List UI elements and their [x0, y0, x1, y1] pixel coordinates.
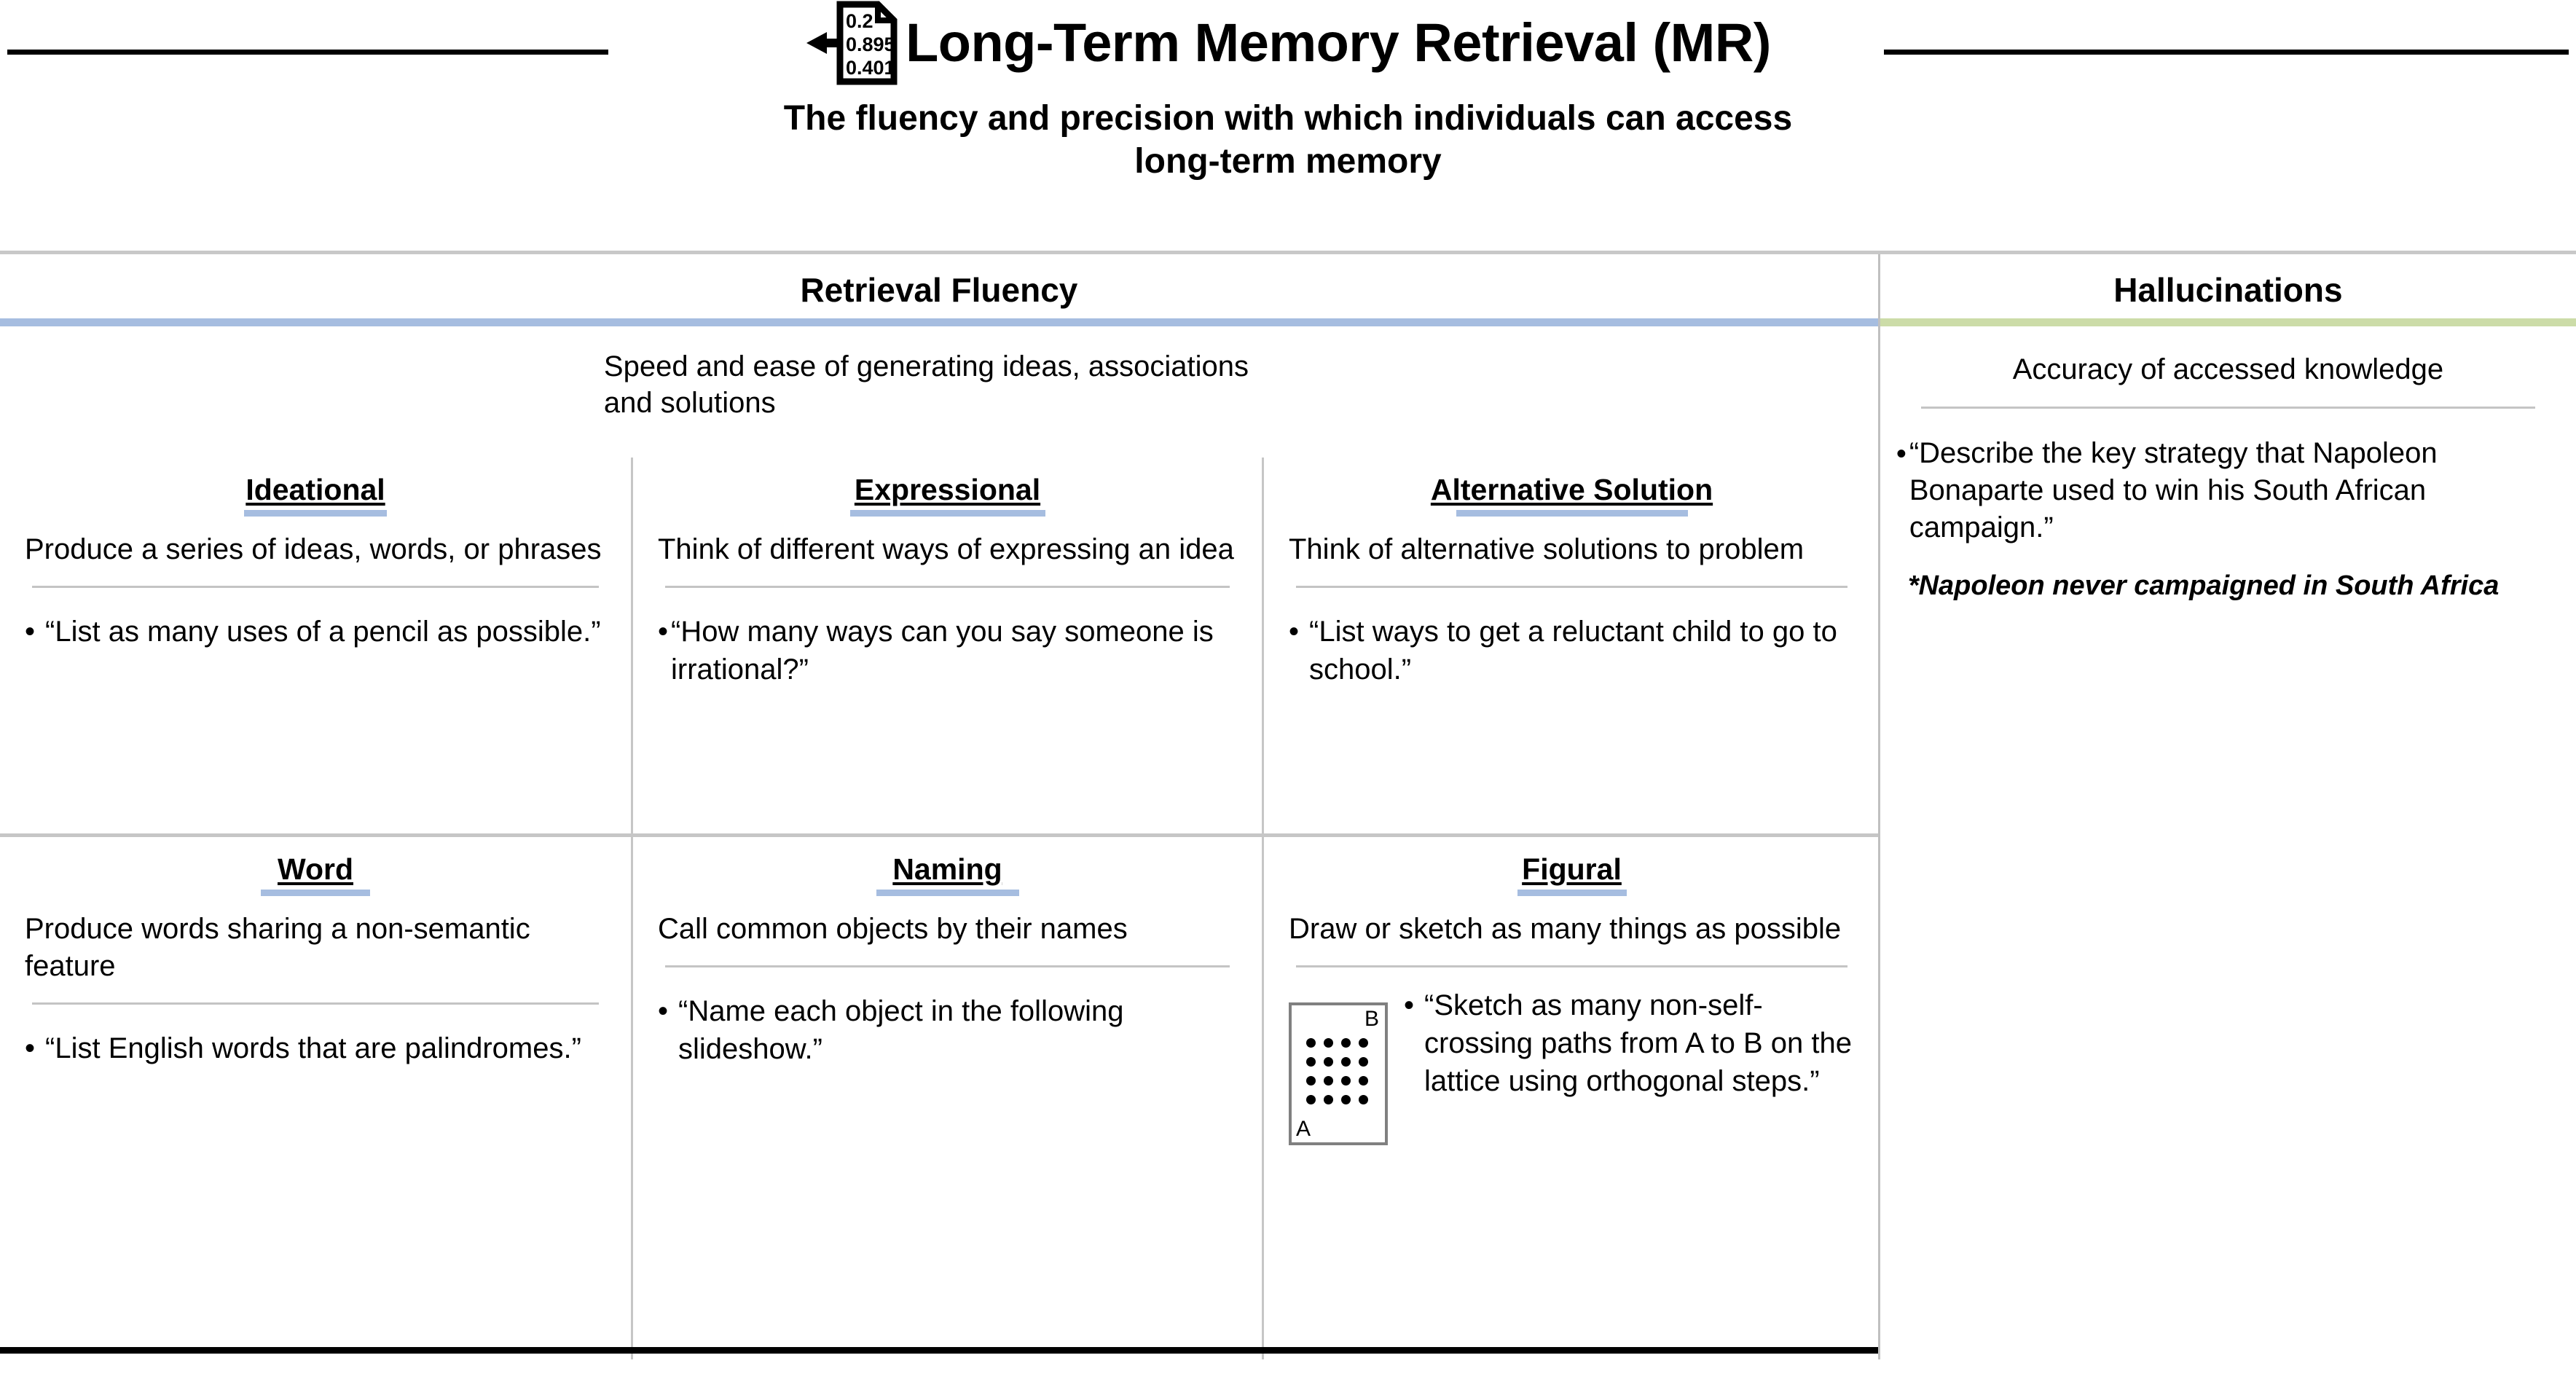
- cell-title-ideational: Ideational: [246, 473, 385, 506]
- lattice-dot: [1305, 1075, 1316, 1086]
- cell-example-expressional: • “How many ways can you say someone is …: [658, 613, 1237, 688]
- lattice-label-b: B: [1364, 1007, 1379, 1032]
- hallucinations-footnote: *Napoleon never campaigned in South Afri…: [1907, 570, 2500, 601]
- hallucinations-example: • “Describe the key strategy that Napole…: [1896, 435, 2554, 547]
- cell-example-text: “List ways to get a reluctant child to g…: [1309, 616, 1837, 686]
- cell-example-text: “List English words that are palindromes…: [45, 1032, 581, 1065]
- cell-example-naming: • “Name each object in the following sli…: [658, 992, 1237, 1068]
- title-rule-right: [1884, 50, 2569, 55]
- title-band: 0.2 0.895 0.401 Long-Term Memory Retriev…: [0, 0, 2576, 86]
- page-title: Long-Term Memory Retrieval (MR): [906, 12, 1771, 73]
- panel-accent-blue: [0, 318, 1878, 326]
- panel-heading-retrieval-fluency: Retrieval Fluency: [800, 271, 1078, 309]
- lattice-dot: [1358, 1037, 1368, 1048]
- cell-ideational: Ideational Produce a series of ideas, wo…: [0, 458, 631, 833]
- lattice-dot: [1340, 1056, 1351, 1067]
- title-rule-left: [7, 50, 608, 55]
- document-numbers-arrow-icon: 0.2 0.895 0.401: [806, 1, 898, 85]
- cell-title-figural: Figural: [1522, 852, 1622, 886]
- cell-description-naming: Call common objects by their names: [658, 913, 1128, 946]
- bullet-icon: •: [1404, 989, 1415, 1022]
- fluency-cell-grid: Ideational Produce a series of ideas, wo…: [0, 458, 1880, 1359]
- cell-underline-accent: [244, 510, 387, 517]
- panel-heading-hallucinations: Hallucinations: [2113, 271, 2343, 309]
- cell-separator: [1296, 586, 1847, 589]
- panel-description-retrieval-fluency: Speed and ease of generating ideas, asso…: [603, 350, 1249, 419]
- cell-separator: [32, 586, 599, 589]
- cell-description-expressional: Think of different ways of expressing an…: [658, 533, 1234, 566]
- cell-title-alternative-solution: Alternative Solution: [1430, 473, 1713, 506]
- cell-example-ideational: • “List as many uses of a pencil as poss…: [25, 613, 606, 651]
- panel-hallucinations: Hallucinations Accuracy of accessed know…: [1877, 254, 2576, 1359]
- cell-underline-accent: [261, 890, 370, 897]
- cell-expressional: Expressional Think of different ways of …: [631, 458, 1262, 833]
- cell-description-alternative-solution: Think of alternative solutions to proble…: [1289, 533, 1805, 566]
- lattice-dot: [1358, 1075, 1368, 1086]
- panel-retrieval-fluency: Retrieval Fluency Speed and ease of gene…: [0, 254, 1880, 1359]
- lattice-dot: [1358, 1094, 1368, 1104]
- lattice-dot: [1323, 1075, 1333, 1086]
- lattice-dot: [1305, 1056, 1316, 1067]
- doc-icon-value-1: 0.2: [846, 10, 873, 32]
- doc-icon-value-2: 0.895: [846, 34, 895, 55]
- lattice-dot-grid: [1302, 1033, 1372, 1109]
- lattice-dot: [1358, 1056, 1368, 1067]
- main-content: Retrieval Fluency Speed and ease of gene…: [0, 254, 2576, 1359]
- cell-alternative-solution: Alternative Solution Think of alternativ…: [1262, 458, 1880, 833]
- bullet-icon: •: [25, 1032, 36, 1065]
- cell-title-expressional: Expressional: [854, 473, 1041, 506]
- cell-word: Word Produce words sharing a non-semanti…: [0, 833, 631, 1359]
- title-cluster: 0.2 0.895 0.401 Long-Term Memory Retriev…: [805, 0, 1771, 86]
- bullet-icon: •: [25, 616, 36, 648]
- cell-example-text: “List as many uses of a pencil as possib…: [45, 616, 601, 648]
- header-separator: [0, 251, 2576, 254]
- cell-separator: [32, 1002, 599, 1005]
- cell-example-word: • “List English words that are palindrom…: [25, 1029, 606, 1067]
- cell-title-word: Word: [277, 852, 353, 886]
- cell-underline-accent: [876, 890, 1019, 897]
- panel-description-hallucinations: Accuracy of accessed knowledge: [2012, 353, 2444, 385]
- figural-example-row: B: [1289, 984, 1855, 1146]
- doc-icon-value-3: 0.401: [846, 57, 895, 79]
- lattice-dot: [1340, 1037, 1351, 1048]
- subtitle-line-1: The fluency and precision with which ind…: [783, 99, 1793, 138]
- cell-underline-accent: [1456, 510, 1688, 517]
- hallucinations-separator: [1920, 407, 2535, 409]
- page-subtitle: The fluency and precision with which ind…: [0, 98, 2576, 183]
- cell-example-figural: • “Sketch as many non-self-crossing path…: [1404, 986, 1855, 1100]
- cell-underline-accent: [1517, 890, 1627, 897]
- lattice-dot: [1323, 1056, 1333, 1067]
- panel-accent-green: [1880, 318, 2576, 326]
- cell-description-ideational: Produce a series of ideas, words, or phr…: [25, 533, 602, 566]
- subtitle-line-2: long-term memory: [1134, 141, 1442, 181]
- cell-separator: [665, 586, 1230, 589]
- bullet-icon: •: [658, 616, 669, 648]
- cell-description-figural: Draw or sketch as many things as possibl…: [1289, 913, 1842, 946]
- cell-separator: [1296, 965, 1847, 968]
- cell-separator: [665, 965, 1230, 968]
- cell-title-naming: Naming: [892, 852, 1002, 886]
- cell-description-word: Produce words sharing a non-semantic fea…: [25, 913, 530, 983]
- hallucinations-example-text: “Describe the key strategy that Napoleon…: [1909, 437, 2438, 544]
- lattice-diagram: B: [1289, 1002, 1388, 1146]
- bottom-rule: [0, 1347, 1880, 1354]
- lattice-dot: [1305, 1094, 1316, 1104]
- lattice-dot: [1323, 1094, 1333, 1104]
- cell-figural: Figural Draw or sketch as many things as…: [1262, 833, 1880, 1359]
- lattice-dot: [1340, 1094, 1351, 1104]
- lattice-dot: [1323, 1037, 1333, 1048]
- lattice-label-a: A: [1296, 1117, 1311, 1142]
- cell-example-text: “Sketch as many non-self-crossing paths …: [1424, 989, 1853, 1098]
- bullet-icon: •: [658, 995, 669, 1028]
- cell-example-alternative-solution: • “List ways to get a reluctant child to…: [1289, 613, 1855, 688]
- lattice-dot: [1340, 1075, 1351, 1086]
- cell-naming: Naming Call common objects by their name…: [631, 833, 1262, 1359]
- bullet-icon: •: [1289, 616, 1300, 648]
- lattice-dot: [1305, 1037, 1316, 1048]
- bullet-icon: •: [1896, 438, 1907, 470]
- cell-example-text: “Name each object in the following slide…: [678, 995, 1124, 1066]
- cell-underline-accent: [849, 510, 1045, 517]
- cell-example-text: “How many ways can you say someone is ir…: [671, 616, 1214, 686]
